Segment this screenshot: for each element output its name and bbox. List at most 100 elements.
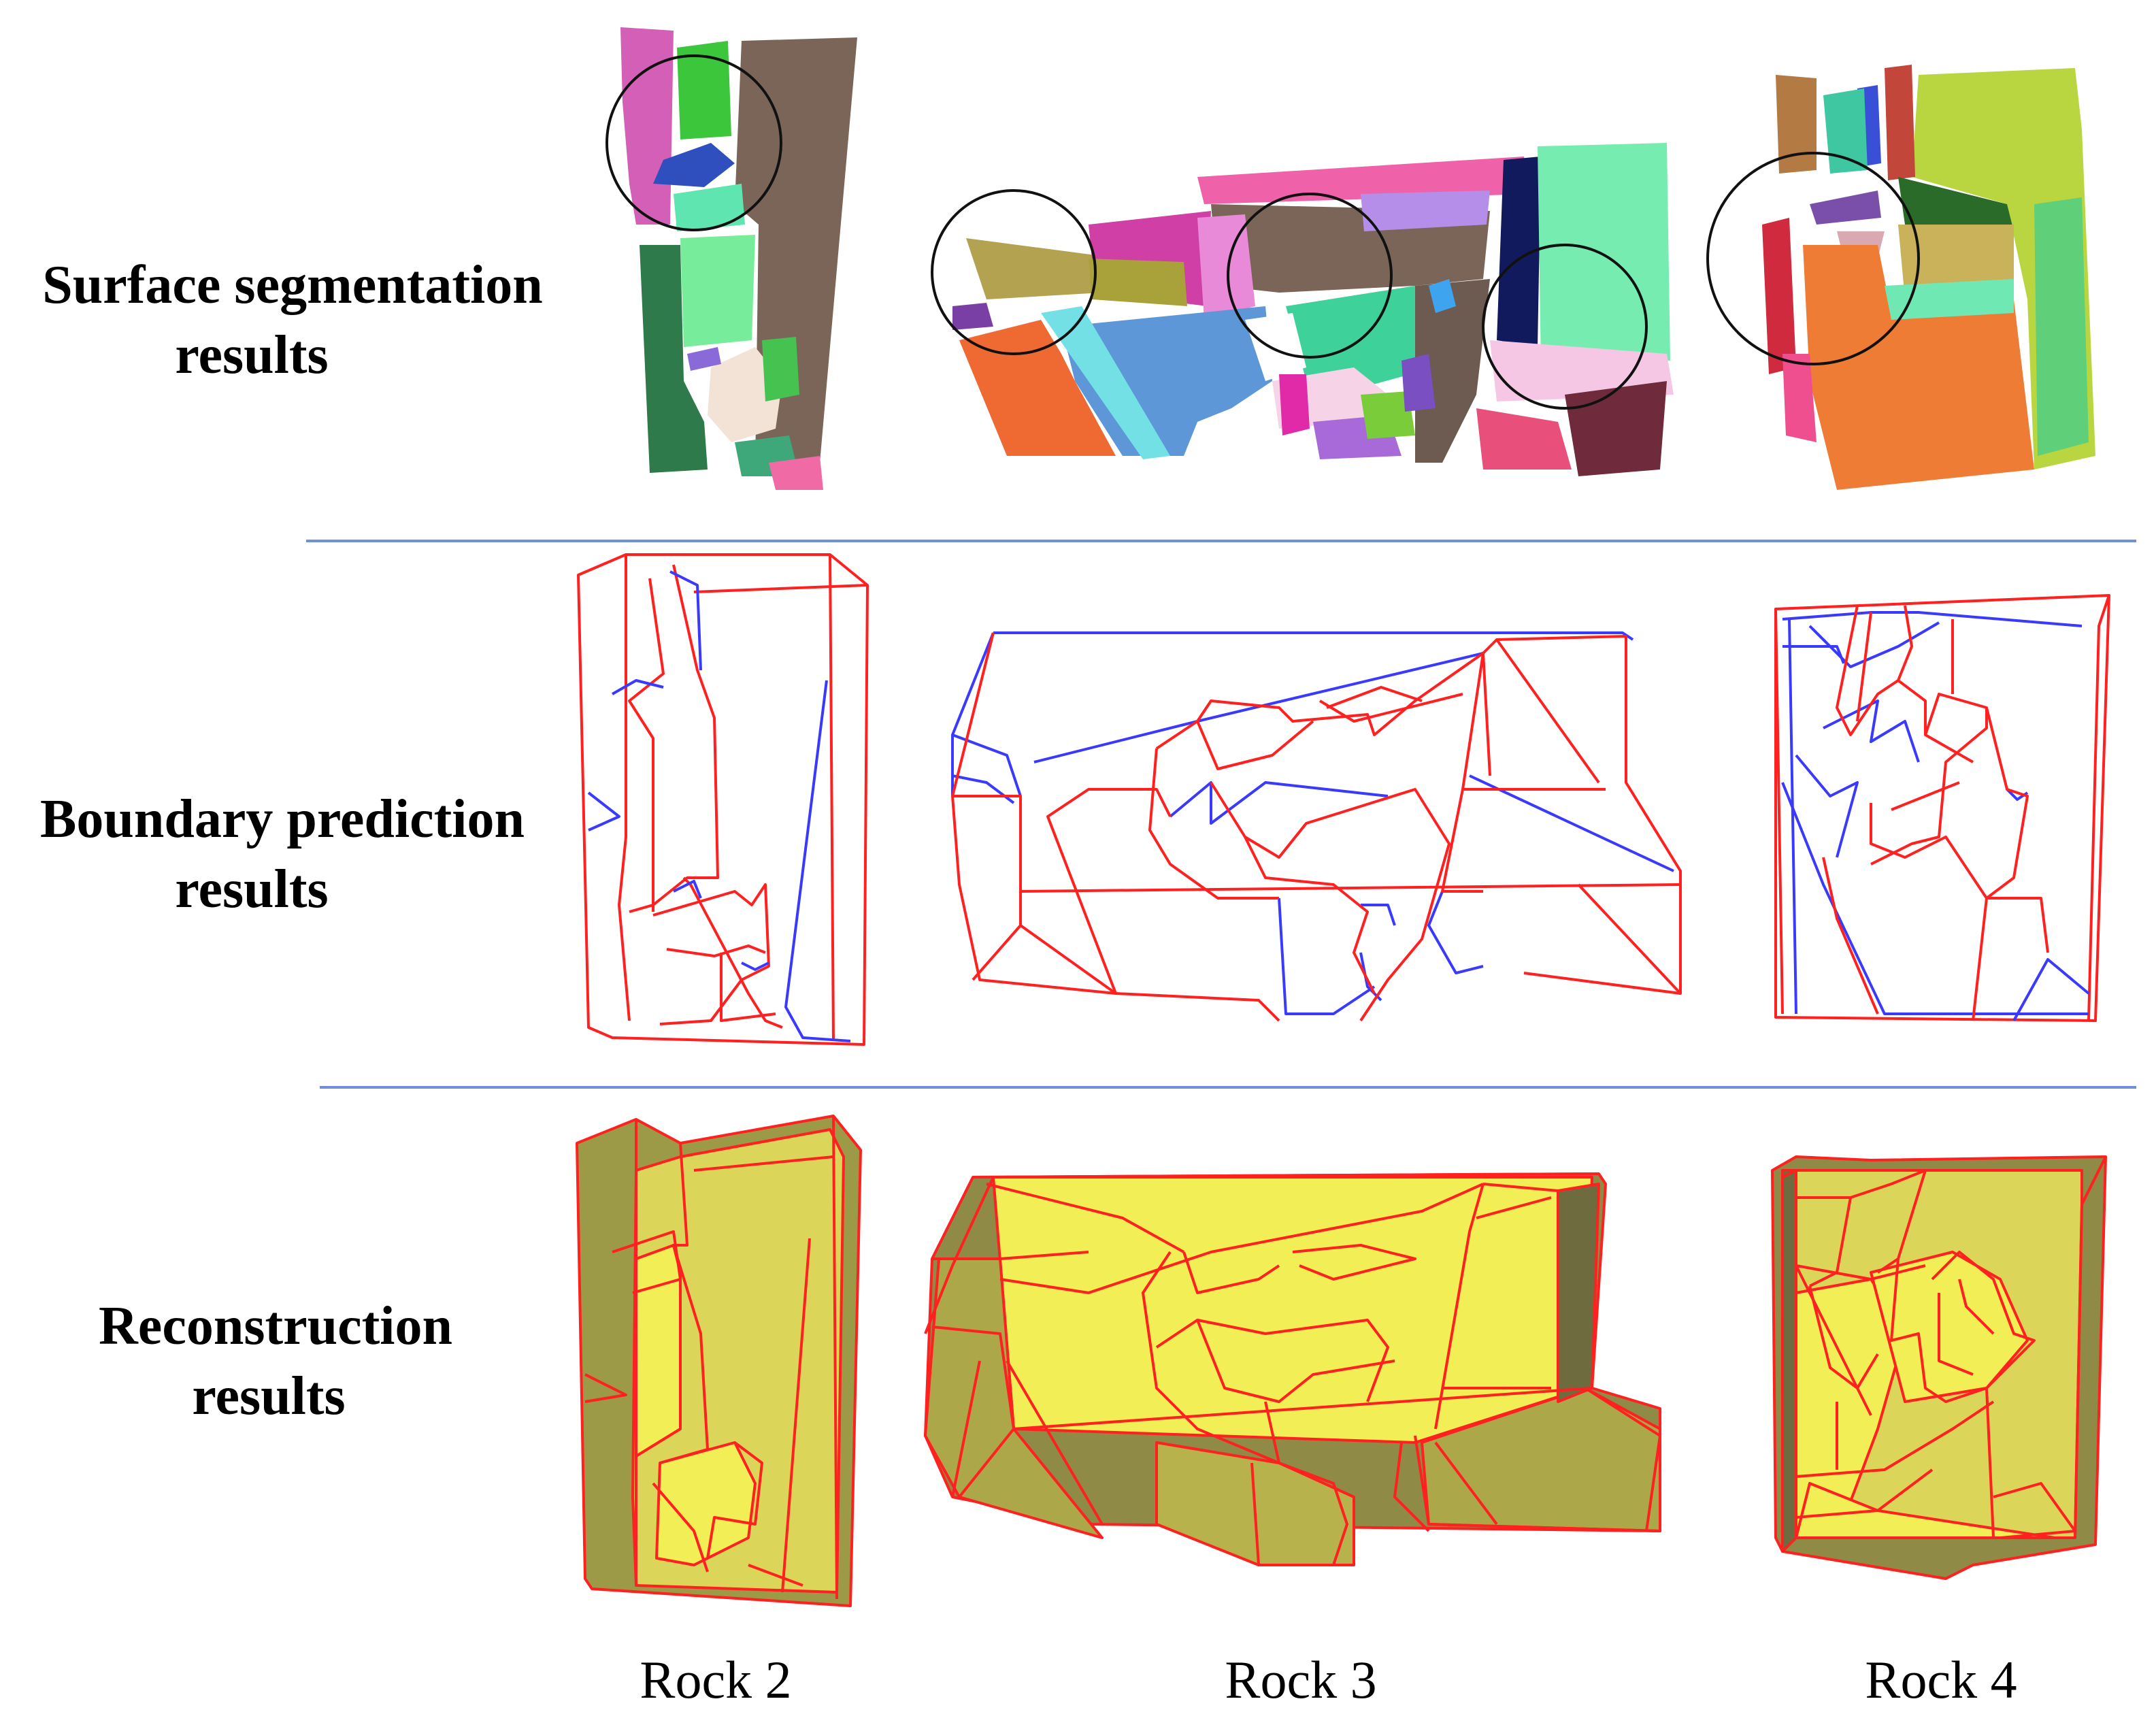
model-edge (706, 1441, 763, 1559)
boundary-edge (682, 876, 783, 1029)
segment-pink-mid (1197, 214, 1255, 320)
boundary-edge (2087, 595, 2110, 1021)
model-edge (1414, 1435, 1661, 1532)
model-edge (958, 1428, 1015, 1498)
reconstruction-rock3 (924, 1172, 1661, 1566)
segment-lime (1361, 391, 1415, 439)
model-edge (1393, 1442, 1430, 1532)
model-edge (1795, 1265, 1872, 1416)
row-label-reconstruction-line1: Reconstruction (99, 1296, 452, 1356)
segment-mint-small (1885, 279, 2014, 320)
boundary-outline (577, 553, 869, 1046)
model-edge (748, 1564, 803, 1587)
segment-red-strip (1885, 65, 1915, 180)
boundary-rock4 (1774, 594, 2110, 1022)
row-label-boundary-line1: Boundary prediction (40, 789, 525, 849)
segment-purple-small-r (1402, 354, 1436, 412)
model-edge (1264, 1401, 1348, 1566)
predicted-edge (1278, 898, 1376, 1015)
segment-purple-small (687, 347, 721, 371)
boundary-edge (693, 584, 868, 593)
model-edge (1958, 1279, 1995, 1335)
boundary-rock2 (577, 553, 869, 1046)
model-edge (986, 1183, 1184, 1253)
predicted-edge (612, 679, 664, 695)
segment-white-gap (1245, 313, 1306, 381)
segment-blue (653, 143, 735, 187)
boundary-edge (1196, 720, 1314, 770)
model-face-bright (1795, 1482, 2056, 1539)
predicted-edge (1782, 611, 2083, 627)
segment-dark-green (640, 245, 708, 473)
model-edge (1808, 1285, 1879, 1389)
predicted-edge (952, 734, 1022, 797)
segment-olive (966, 238, 1102, 299)
segment-navy (1497, 157, 1541, 347)
column-label-rock2: Rock 2 (640, 1650, 791, 1709)
boundary-edge (1788, 619, 1797, 1015)
model-edge (1292, 1244, 1416, 1281)
segmentation-rock4 (1706, 65, 2095, 490)
model-face-bright (635, 1244, 682, 1458)
model-edge (693, 1155, 834, 1172)
column-label-rock3: Rock 3 (1225, 1650, 1376, 1709)
segmentation-rock3 (931, 143, 1674, 476)
highlight-circle (1706, 152, 1920, 365)
segment-pale-pink (1490, 340, 1674, 401)
model-edge (612, 1230, 682, 1294)
predicted-edge (2012, 958, 2090, 1021)
model-edge (1782, 1169, 1797, 1538)
model-edge (1795, 1468, 1934, 1519)
reconstruction-rock2 (576, 1115, 862, 1607)
segment-green-right (2034, 197, 2089, 456)
predicted-edge (1781, 782, 2089, 1015)
boundary-edge (666, 944, 766, 957)
model-edge (951, 1360, 981, 1498)
model-edge (1434, 1183, 1485, 1430)
highlight-circle (606, 54, 782, 231)
boundary-outline (1774, 594, 2110, 1022)
boundary-edge (1210, 781, 1450, 1022)
model-edge (1142, 1251, 1280, 1464)
highlight-circle-right (1482, 244, 1648, 410)
segment-green-stripe (677, 41, 731, 139)
boundary-edge (1115, 992, 1280, 1022)
model-edge (1196, 1319, 1395, 1403)
reconstruction-rock4 (1771, 1155, 2107, 1580)
model-edge (1850, 1169, 1927, 1274)
boundary-edge (1836, 605, 1913, 736)
predicted-edge (1033, 652, 1484, 763)
segment-lavender (1361, 191, 1490, 231)
column-label-rock4: Rock 4 (1865, 1650, 2017, 1709)
model-edge (1476, 1196, 1552, 1219)
boundary-edge (1577, 883, 1682, 995)
segment-green-side (762, 337, 799, 401)
model-edge (924, 1176, 995, 1334)
model-edge (659, 1142, 709, 1464)
predicted-edge (669, 570, 702, 671)
model-edge (1434, 1441, 1498, 1526)
predicted-edge (741, 961, 769, 971)
segment-rose (1476, 408, 1572, 470)
segment-olive-2 (1089, 259, 1187, 306)
segment-teal-top (1823, 88, 1868, 174)
model-edge (1795, 1264, 1926, 1281)
predicted-edge (993, 631, 1634, 641)
predicted-edge (1808, 621, 1940, 668)
model-edge (1890, 1258, 1987, 1403)
model-edge (2074, 1156, 2107, 1538)
model-edge (1795, 1400, 1995, 1478)
model-edge (932, 1251, 1089, 1260)
boundary-edge (1822, 857, 1879, 1015)
segmentation-rock2 (606, 27, 857, 490)
segment-sky (1041, 306, 1170, 459)
predicted-edge (1361, 904, 1396, 926)
boundary-edge (1326, 686, 1423, 709)
model-edge (1250, 1462, 1354, 1566)
boundary-edge (1774, 608, 1784, 1015)
row-label-boundary-line2: results (175, 859, 328, 919)
boundary-edge (618, 555, 631, 1021)
model-edge (1938, 1293, 1974, 1376)
predicted-edge (587, 791, 620, 831)
